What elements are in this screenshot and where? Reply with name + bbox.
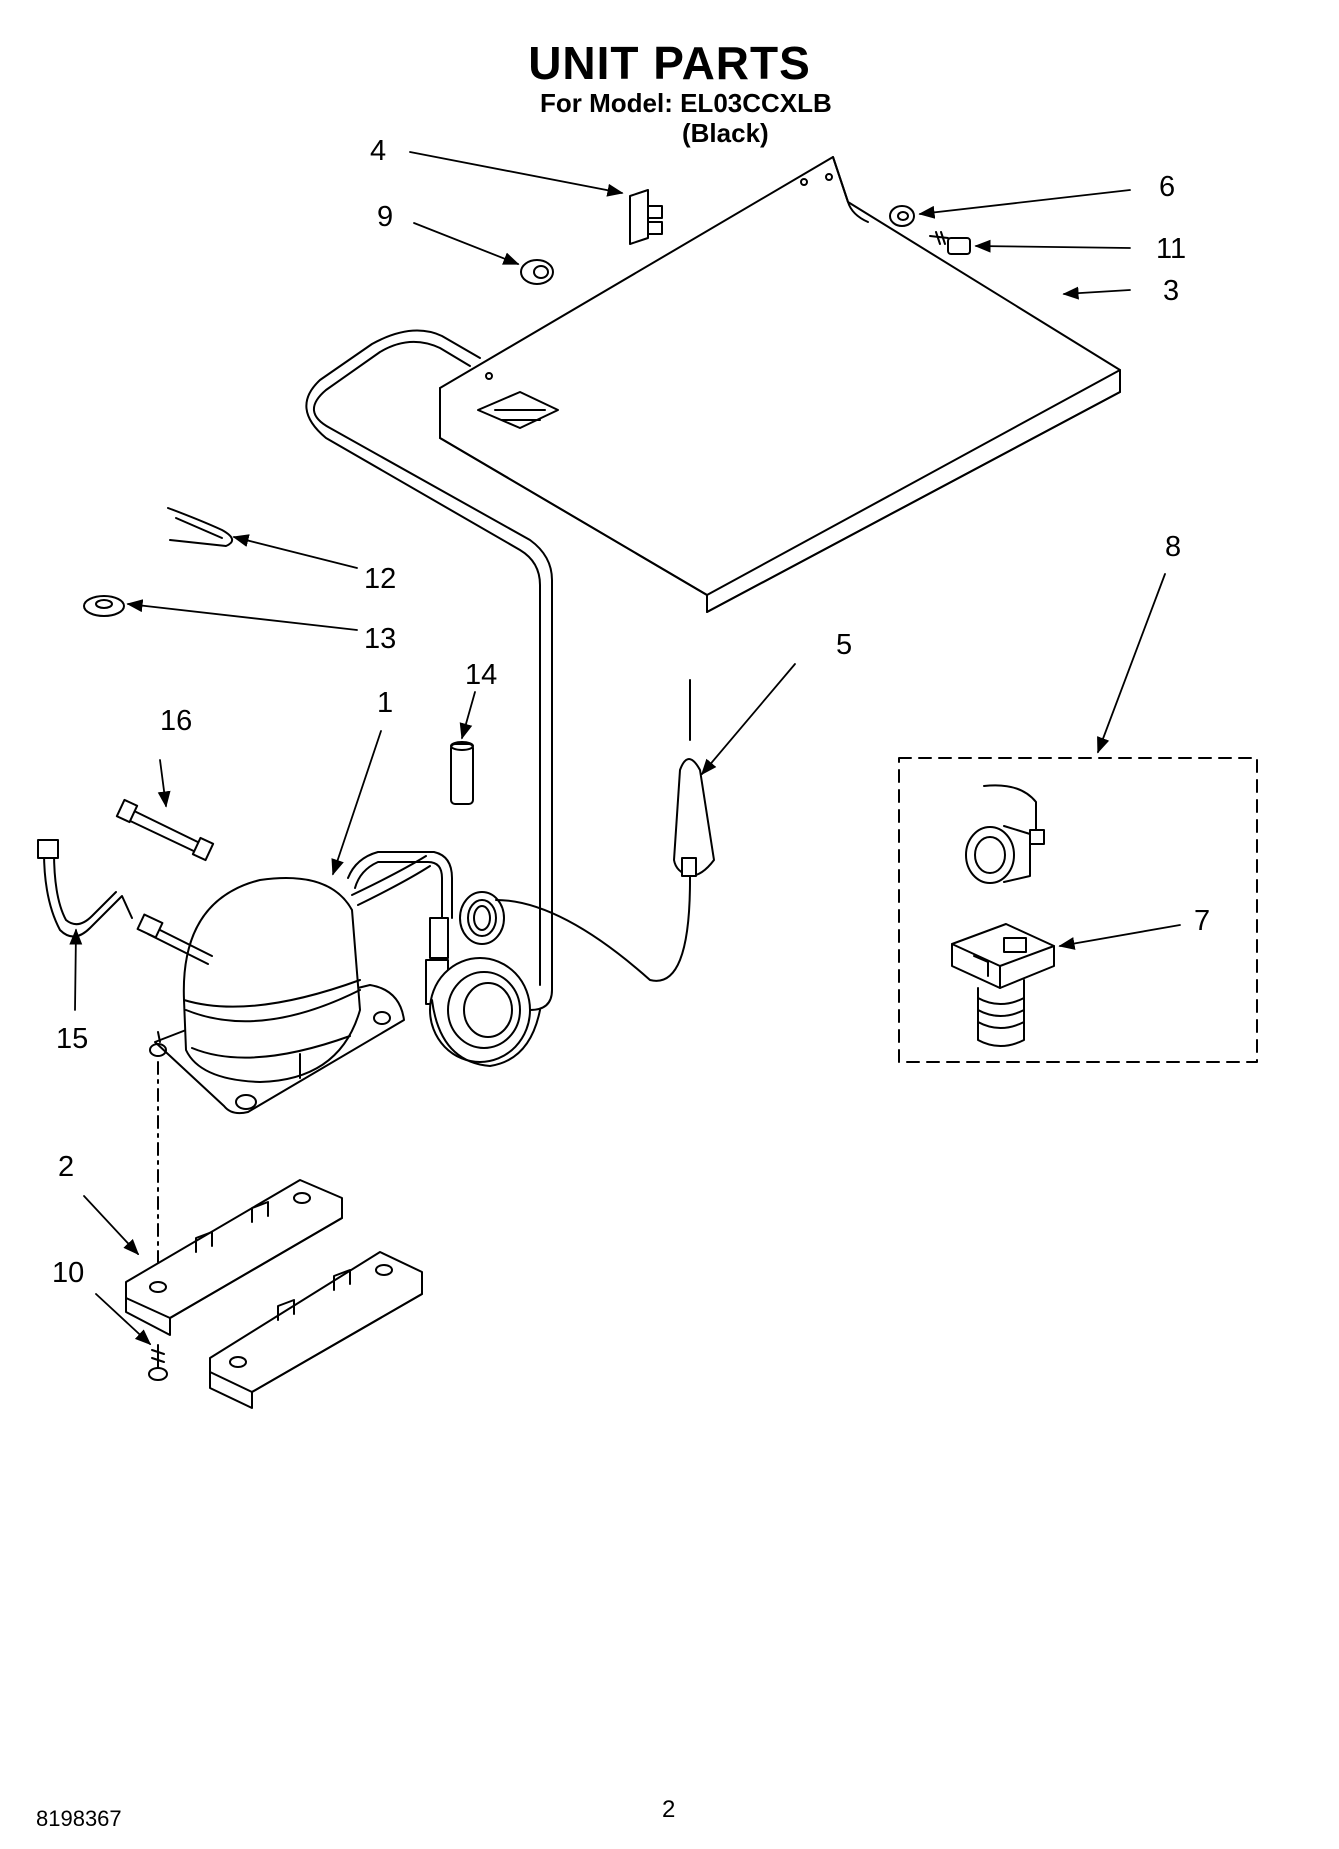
relay-part-7 <box>951 923 1055 1047</box>
tube-part-16 <box>115 798 215 862</box>
callout-6: 6 <box>1159 171 1175 203</box>
callout-15: 15 <box>56 1023 88 1055</box>
knob-part-8 <box>965 784 1045 884</box>
callout-13: 13 <box>364 623 396 655</box>
compressor-part-1 <box>136 855 431 1115</box>
callout-10: 10 <box>52 1257 84 1289</box>
callout-16: 16 <box>160 705 192 737</box>
callout-labels: 1 2 3 4 5 6 7 8 9 10 11 12 13 14 15 16 <box>52 135 1210 1289</box>
callout-3: 3 <box>1163 275 1179 307</box>
bracket-part-4 <box>629 189 663 245</box>
thermostat-bulb-part-5 <box>673 679 715 877</box>
tubing <box>305 329 691 1067</box>
callout-1: 1 <box>377 687 393 719</box>
callout-12: 12 <box>364 563 396 595</box>
evaporator-plate <box>439 156 1121 613</box>
callout-2: 2 <box>58 1151 74 1183</box>
callout-5: 5 <box>836 629 852 661</box>
callout-7: 7 <box>1194 905 1210 937</box>
callout-9: 9 <box>377 201 393 233</box>
screw-part-10 <box>148 1344 168 1381</box>
callout-8: 8 <box>1165 531 1181 563</box>
kit-box-part-8 <box>898 757 1258 1063</box>
document-number: 8198367 <box>36 1806 122 1831</box>
washer-part-13 <box>83 595 125 617</box>
grommet-part-9 <box>520 259 554 285</box>
callout-11: 11 <box>1156 233 1186 265</box>
compressor-base-part-2 <box>125 1179 423 1409</box>
callout-14: 14 <box>465 659 497 691</box>
model-line: For Model: EL03CCXLB <box>540 88 832 118</box>
page-title: UNIT PARTS <box>528 37 811 89</box>
drier-part-14 <box>450 741 474 805</box>
page-number: 2 <box>662 1796 676 1823</box>
clip-part-12 <box>167 507 233 547</box>
tube-part-15 <box>37 839 133 938</box>
leader-lines <box>69 151 1181 1346</box>
washer-part-6 <box>889 205 915 227</box>
callout-4: 4 <box>370 135 386 167</box>
color-line: (Black) <box>682 118 769 148</box>
screw-part-11 <box>929 231 971 255</box>
